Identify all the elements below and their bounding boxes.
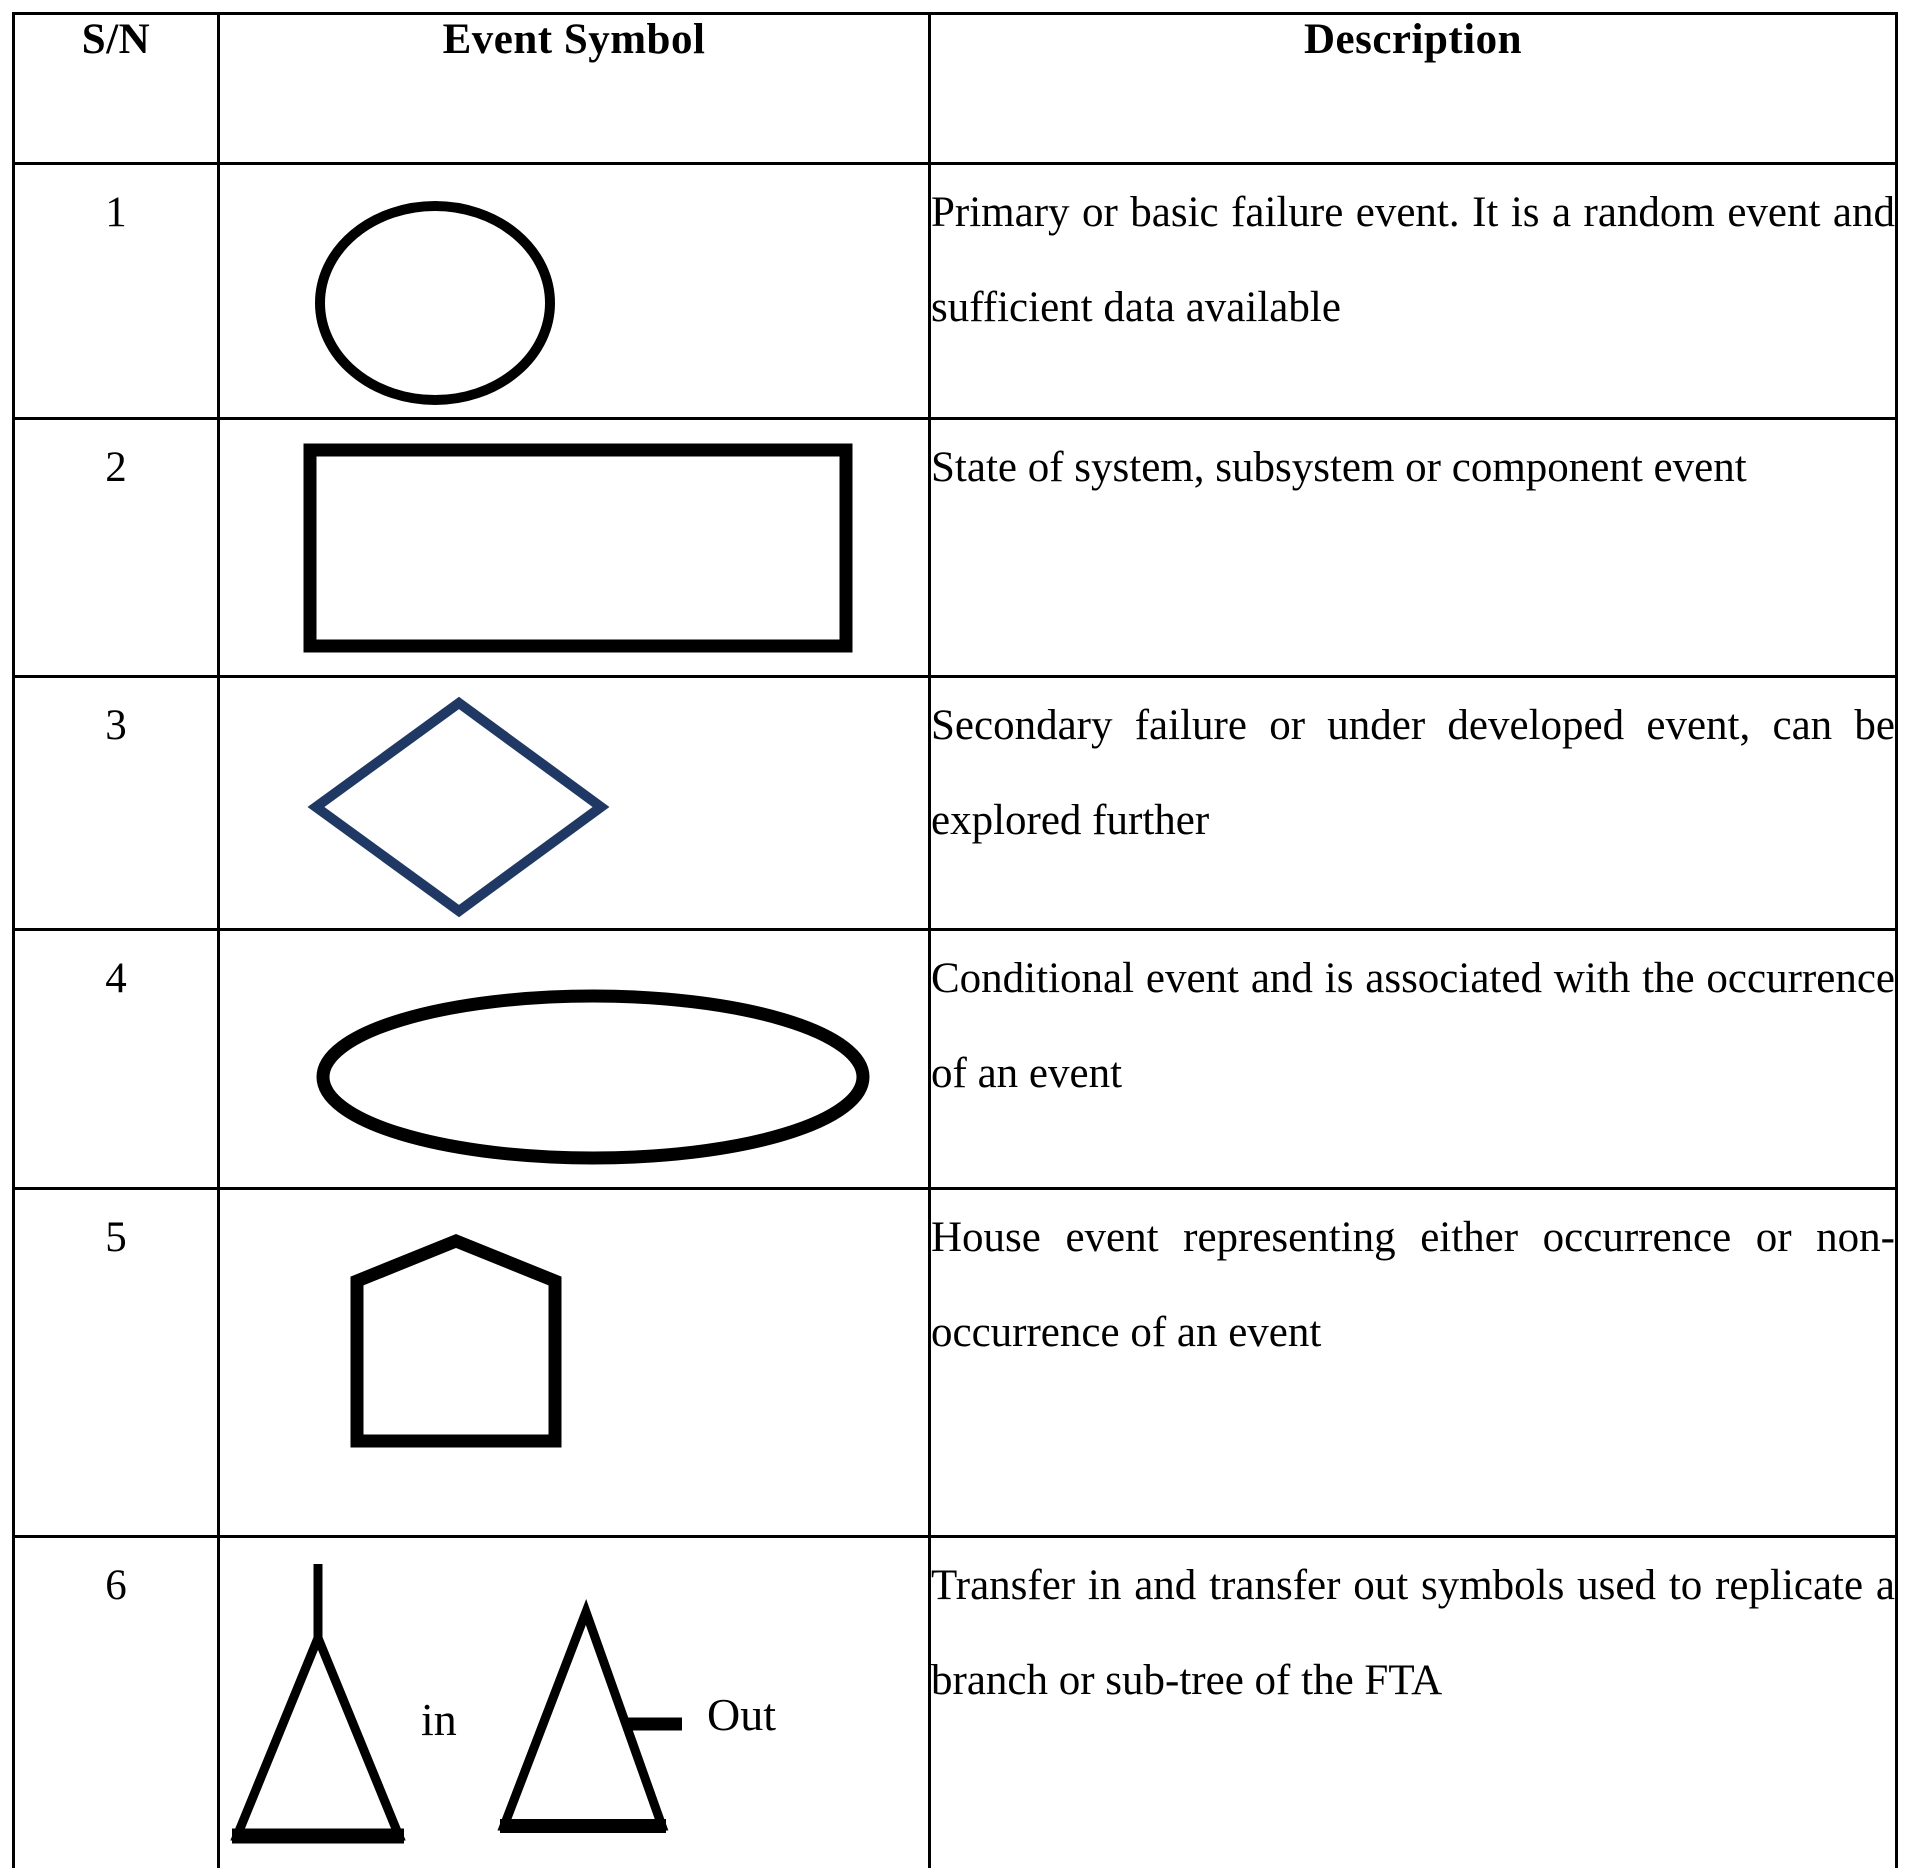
header-sn: S/N: [12, 12, 220, 165]
row-symbol-cell: [217, 162, 931, 420]
header-description: Description: [928, 12, 1898, 165]
row-description: State of system, subsystem or component …: [928, 417, 1898, 678]
row-symbol-cell: [217, 675, 931, 931]
header-row: S/N Event Symbol Description: [12, 12, 1898, 165]
row-sn: 2: [12, 417, 220, 678]
table-row: 3 Secondary failure or under developed e…: [12, 675, 1898, 931]
row-symbol-cell: in Out: [217, 1535, 931, 1868]
circle-shape: [315, 201, 555, 405]
house-event-icon: [350, 1233, 562, 1448]
table-row: 6 in Out Transfer in and: [12, 1535, 1898, 1868]
row-description: Transfer in and transfer out symbols use…: [928, 1535, 1898, 1868]
row-symbol-cell: [217, 417, 931, 678]
row-sn: 5: [12, 1187, 220, 1538]
fta-symbols-table: S/N Event Symbol Description 1 Primary o…: [12, 12, 1898, 1868]
header-event-symbol: Event Symbol: [217, 12, 931, 165]
undeveloped-event-diamond-icon: [307, 696, 610, 918]
row-symbol-cell: [217, 928, 931, 1190]
transfer-in-label: in: [421, 1694, 457, 1745]
diamond-shape: [307, 696, 610, 918]
row-sn: 4: [12, 928, 220, 1190]
transfer-symbols-icon: [230, 1564, 682, 1844]
conditional-event-ellipse-icon: [316, 989, 870, 1165]
table-row: 4 Conditional event and is associated wi…: [12, 928, 1898, 1190]
ellipse-shape: [316, 989, 870, 1165]
transfer-in-triangle: [230, 1626, 406, 1841]
table-row: 2 State of system, subsystem or componen…: [12, 417, 1898, 678]
row-sn: 6: [12, 1535, 220, 1868]
row-symbol-cell: [217, 1187, 931, 1538]
table-row: 1 Primary or basic failure event. It is …: [12, 162, 1898, 420]
basic-event-circle-icon: [315, 201, 555, 405]
house-shape: [350, 1233, 562, 1448]
row-description: Primary or basic failure event. It is a …: [928, 162, 1898, 420]
rectangle-shape: [303, 443, 853, 653]
transfer-out-icon: [497, 1599, 682, 1833]
row-description: Secondary failure or under developed eve…: [928, 675, 1898, 931]
transfer-out-label: Out: [707, 1689, 776, 1740]
table-row: 5 House event representing either occurr…: [12, 1187, 1898, 1538]
transfer-in-icon: [230, 1564, 406, 1844]
row-sn: 1: [12, 162, 220, 420]
row-sn: 3: [12, 675, 220, 931]
row-description: House event representing either occurren…: [928, 1187, 1898, 1538]
system-state-rectangle-icon: [303, 443, 853, 653]
row-description: Conditional event and is associated with…: [928, 928, 1898, 1190]
